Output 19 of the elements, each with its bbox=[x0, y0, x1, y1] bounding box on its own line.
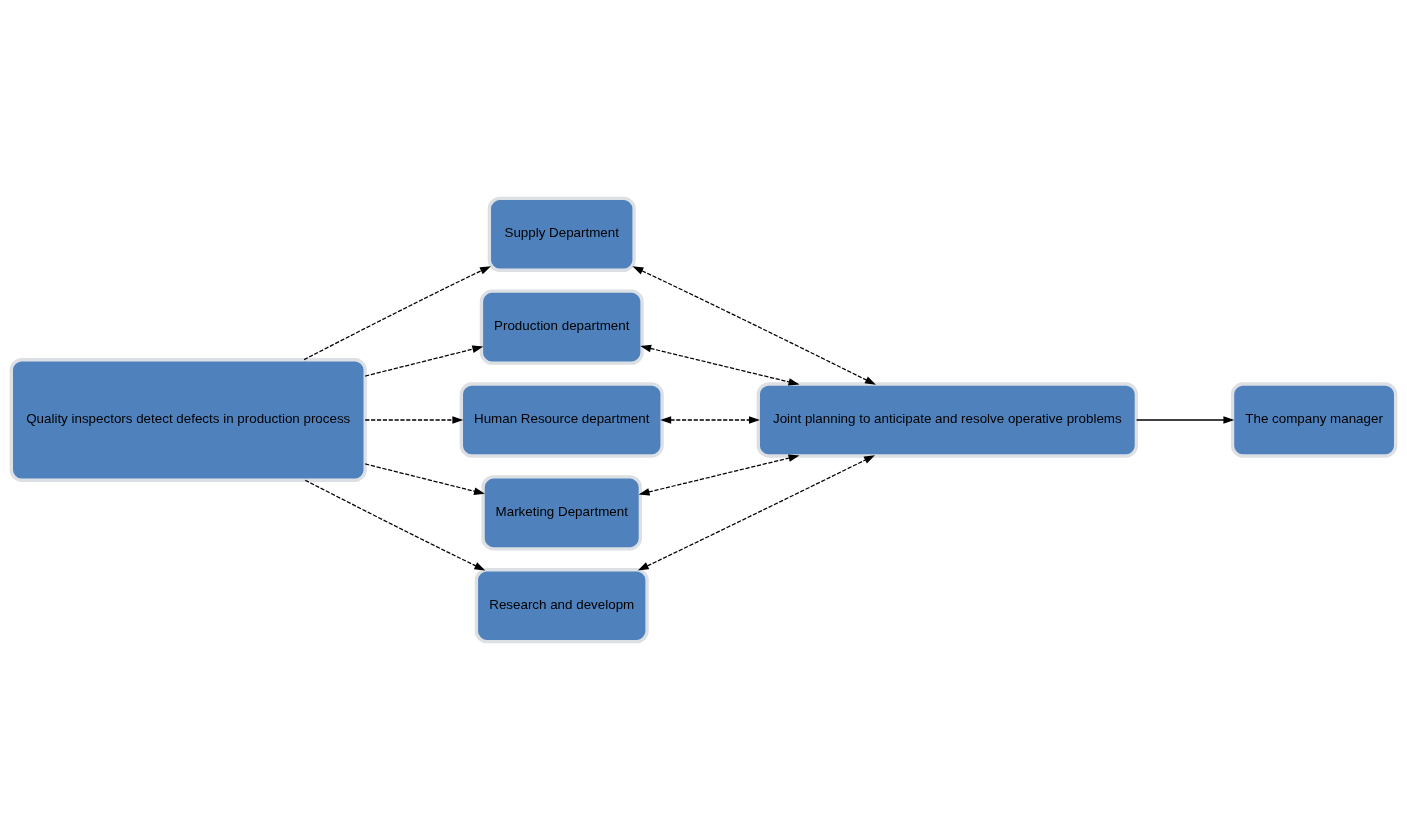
node-box: The company manager bbox=[1230, 381, 1398, 458]
arrow bbox=[660, 415, 760, 424]
node-box: Quality inspectors detect defects in production process bbox=[9, 357, 367, 482]
arrow bbox=[1135, 415, 1235, 424]
arrow bbox=[364, 462, 485, 495]
arrow bbox=[638, 453, 800, 496]
arrow bbox=[304, 479, 486, 570]
node-box: Joint planning to anticipate and resolve operative problems bbox=[756, 381, 1139, 458]
arrow bbox=[632, 265, 876, 385]
node-box: Supply Department bbox=[487, 196, 636, 272]
arrow bbox=[640, 344, 800, 386]
arrow bbox=[364, 344, 484, 377]
node-box: Production department bbox=[479, 289, 644, 365]
node-box: Marketing Department bbox=[481, 474, 643, 550]
arrow bbox=[364, 415, 464, 424]
node-box: Research and developm bbox=[474, 567, 649, 643]
arrow bbox=[303, 265, 491, 360]
arrow bbox=[637, 454, 875, 570]
node-box: Human Resource department bbox=[459, 381, 664, 458]
